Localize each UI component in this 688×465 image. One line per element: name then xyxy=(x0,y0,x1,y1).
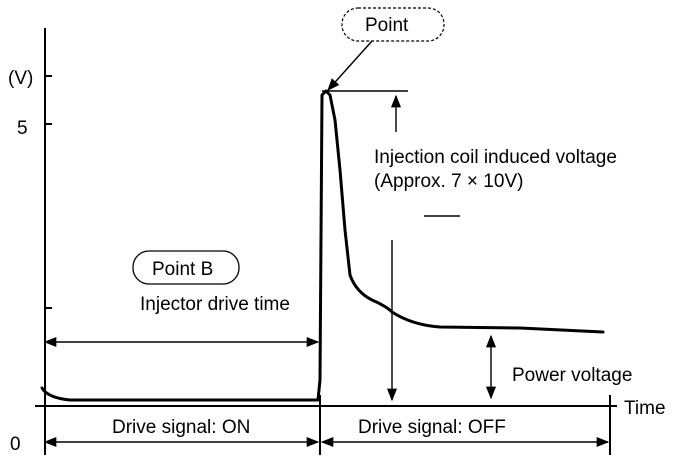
time-axis-label: Time xyxy=(624,398,666,419)
power-voltage-label: Power voltage xyxy=(512,365,632,386)
y-tick-0-label: 0 xyxy=(10,434,21,455)
point-callout-label: Point xyxy=(365,15,409,36)
voltage-waveform-trace xyxy=(40,89,605,402)
y-tick-5-label: 5 xyxy=(17,118,28,139)
drive-signal-off-label: Drive signal: OFF xyxy=(358,417,506,438)
y-unit-label: (V) xyxy=(8,68,33,89)
drive-signal-on-label: Drive signal: ON xyxy=(112,417,250,438)
point-b-label: Point B xyxy=(152,259,213,280)
point-arrow xyxy=(327,40,373,91)
point-b-callout xyxy=(132,250,240,285)
injector-drive-time-label: Injector drive time xyxy=(140,294,290,315)
point-callout xyxy=(341,7,445,42)
induced-voltage-label: Injection coil induced voltage xyxy=(374,147,617,168)
induced-voltage-value: (Approx. 7 × 10V) xyxy=(374,171,523,192)
